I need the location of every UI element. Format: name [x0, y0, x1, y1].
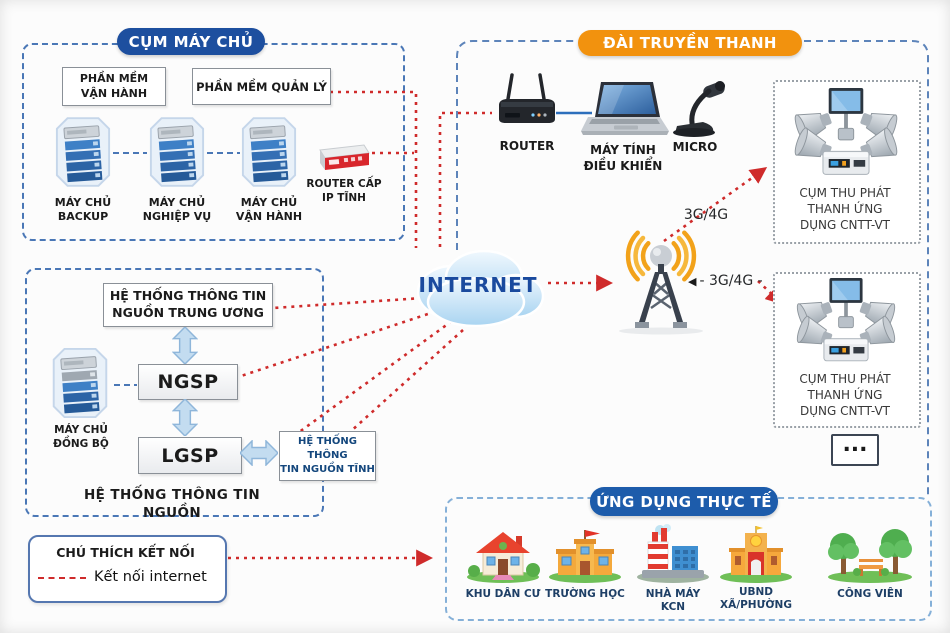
wifi-router-icon: [495, 72, 559, 134]
g3g4-lower-link: ◀ - 3G/4G -: [688, 273, 763, 289]
legend-title: CHÚ THÍCH KẾT NỐI: [56, 545, 195, 560]
speaker-cluster-icon-2: [788, 278, 904, 370]
operating-software-box: PHẦN MỀM VẬN HÀNH: [62, 67, 166, 106]
park-label: CÔNG VIÊN: [837, 588, 903, 600]
operations-server-label: MÁY CHỦ VẬN HÀNH: [235, 196, 303, 224]
updown-arrow-icon: [172, 399, 198, 436]
speaker-cluster-label-2: CỤM THU PHÁT THANH ỨNG DỤNG CNTT-VT: [799, 372, 891, 418]
speaker-cluster-icon-1: [788, 88, 904, 184]
ngsp-box: NGSP: [138, 364, 238, 400]
factory-icon: [634, 524, 712, 584]
static-source-system-box: HỆ THỐNG THÔNG TIN NGUỒN TĨNH: [279, 431, 376, 481]
legend-box: [28, 535, 227, 603]
business-server-label: MÁY CHỦ NGHIỆP VỤ: [142, 196, 212, 224]
school-icon: [546, 524, 624, 584]
backup-server-label: MÁY CHỦ BACKUP: [54, 196, 112, 224]
school-label: TRƯỜNG HỌC: [545, 588, 625, 600]
arrow-left-icon: ◀: [688, 274, 697, 288]
residential-area-icon: [464, 524, 542, 584]
legend-internet-label: Kết nối internet: [94, 569, 207, 585]
static-ip-router-label: ROUTER CẤP IP TĨNH: [306, 178, 382, 204]
radio-station-title: ĐÀI TRUYỀN THANH: [578, 30, 802, 56]
applications-title: ỨNG DỤNG THỰC TẾ: [590, 487, 778, 516]
updown-arrow-icon: [172, 327, 198, 364]
more-clusters-box: ...: [831, 434, 879, 466]
sync-server-label: MÁY CHỦ ĐỒNG BỘ: [53, 424, 109, 450]
microphone-icon: [663, 80, 727, 138]
factory-label: NHÀ MÁY KCN: [645, 588, 701, 614]
lgsp-box: LGSP: [138, 437, 242, 474]
internet-label: INTERNET: [418, 273, 538, 297]
g3g4-upper-label: 3G/4G: [683, 207, 729, 223]
server-cluster-title: CỤM MÁY CHỦ: [117, 28, 265, 55]
operations-server-icon: [240, 114, 298, 190]
residential-area-label: KHU DÂN CƯ: [465, 588, 541, 600]
source-systems-zone-title: HỆ THỐNG THÔNG TIN NGUỒN: [83, 487, 261, 521]
backup-server-icon: [54, 114, 112, 190]
speaker-cluster-label-1: CỤM THU PHÁT THANH ỨNG DỤNG CNTT-VT: [799, 186, 891, 232]
government-building-icon: [717, 524, 795, 584]
static-ip-router-icon: [314, 140, 372, 174]
broadcast-tower-icon: [605, 230, 717, 336]
business-server-icon: [148, 114, 206, 190]
leftright-arrow-icon: [240, 440, 278, 466]
central-source-system-box: HỆ THỐNG THÔNG TIN NGUỒN TRUNG ƯƠNG: [103, 283, 273, 327]
wifi-router-label: ROUTER: [499, 139, 555, 153]
government-building-label: UBND XÃ/PHƯỜNG: [720, 586, 792, 612]
internet-cloud-icon: [406, 240, 550, 334]
control-computer-label: MÁY TÍNH ĐIỀU KHIỂN: [583, 143, 663, 173]
sync-server-icon: [50, 346, 110, 420]
laptop-icon: [576, 80, 670, 138]
g3g4-lower-label: - 3G/4G -: [699, 273, 763, 289]
management-software-box: PHẦN MỀM QUẢN LÝ: [192, 68, 331, 105]
microphone-label: MICRO: [672, 140, 718, 154]
park-icon: [826, 524, 914, 584]
legend-dash-sample: [38, 577, 86, 579]
